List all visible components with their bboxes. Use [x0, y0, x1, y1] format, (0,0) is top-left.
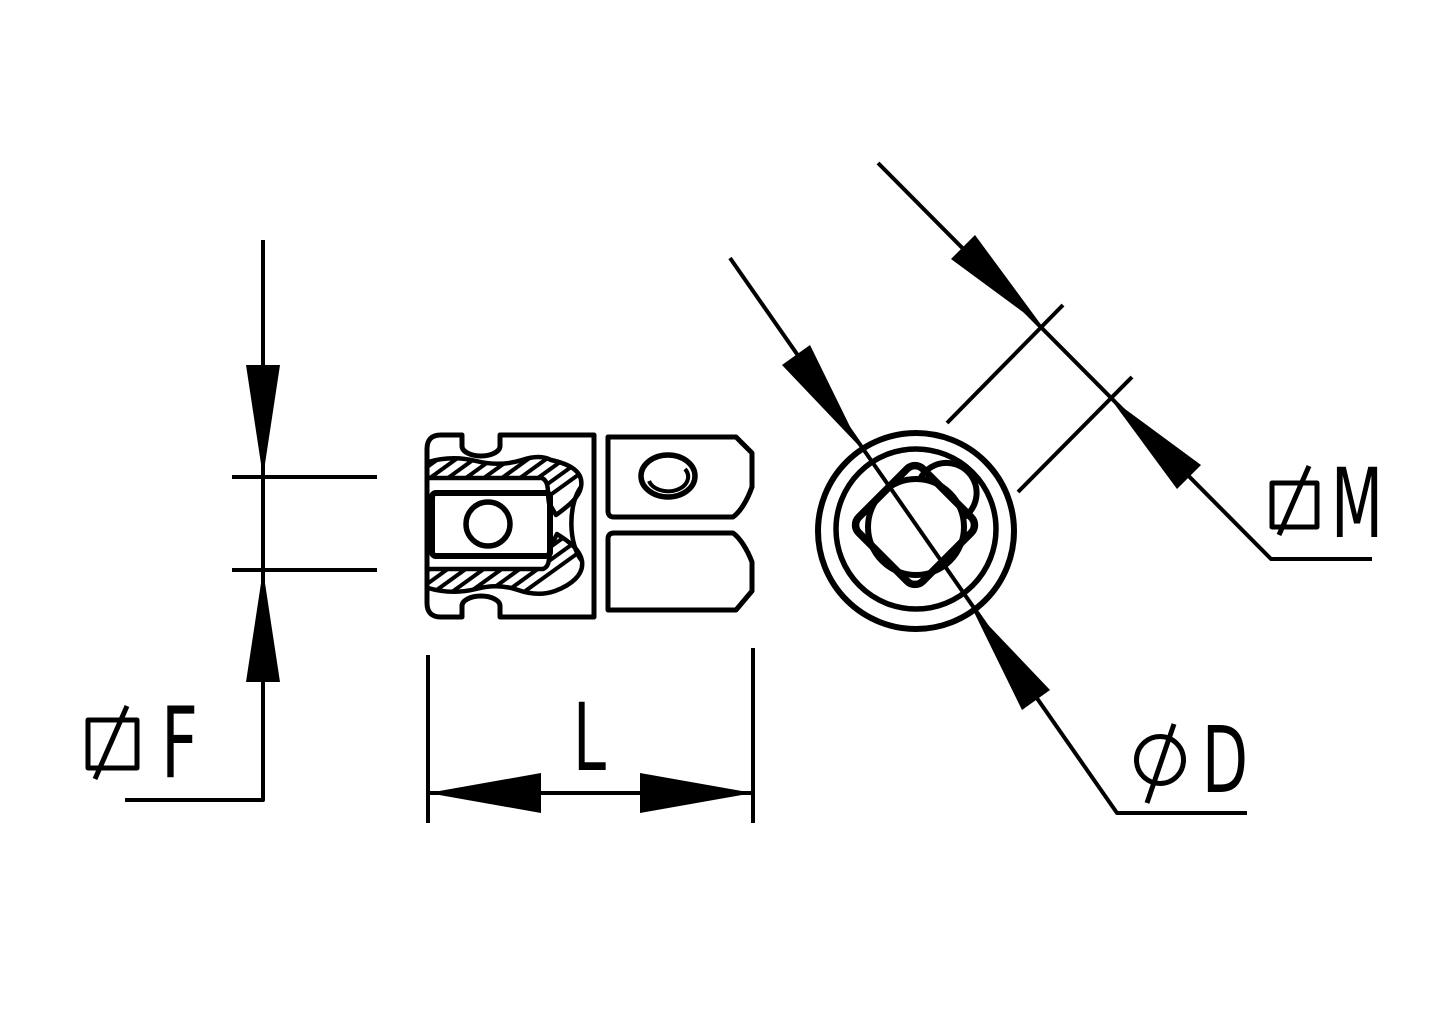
collar-outline — [424, 432, 597, 620]
dim-f-letter: F — [161, 687, 198, 801]
dim-m-label: M — [1269, 448, 1383, 560]
dim-f: F — [85, 240, 377, 802]
dim-m-letter: M — [1331, 448, 1383, 560]
bore-circle — [865, 476, 967, 578]
drive-end-top-half — [605, 434, 755, 520]
diameter-symbol-f — [85, 704, 140, 781]
dim-f-arrow-down — [246, 365, 280, 477]
collar-center-band — [429, 490, 553, 559]
dim-d-arrow-upper — [782, 345, 860, 447]
end-view — [815, 430, 1017, 632]
dim-l-arrow-left — [428, 773, 541, 813]
side-view — [424, 432, 755, 620]
knurl-neck-outer — [569, 485, 584, 563]
dim-m-ext-line-1 — [945, 303, 1065, 425]
dim-m-arrow-lower — [1110, 398, 1201, 489]
dim-d-letter: D — [1202, 707, 1248, 814]
dim-d-label: D — [1134, 707, 1248, 814]
detent-hole — [463, 499, 513, 549]
square-drive-socket — [851, 461, 979, 589]
dim-d-arrow-lower — [972, 608, 1050, 710]
diameter-symbol-d — [1134, 723, 1186, 804]
outer-diameter-circle — [815, 430, 1017, 632]
dim-m-arrow-upper — [951, 235, 1042, 326]
detent-ball-arc — [917, 459, 980, 521]
dim-m: M — [876, 161, 1383, 561]
diameter-symbol-m — [1269, 465, 1320, 536]
dim-d: D — [728, 256, 1248, 815]
dim-d-line-and-leader — [728, 256, 1247, 815]
dim-m-ext-line-2 — [1016, 375, 1134, 494]
dim-f-label: F — [85, 687, 198, 801]
dim-l: L — [426, 648, 755, 823]
dim-l-letter: L — [573, 684, 606, 793]
drive-end-bottom-half — [605, 530, 755, 613]
dim-l-arrow-right — [640, 773, 753, 813]
pin-hole — [638, 452, 698, 500]
dim-f-arrow-up — [246, 570, 280, 682]
inner-ring-circle — [833, 446, 999, 612]
pin-hole-inner-edge — [647, 467, 691, 494]
